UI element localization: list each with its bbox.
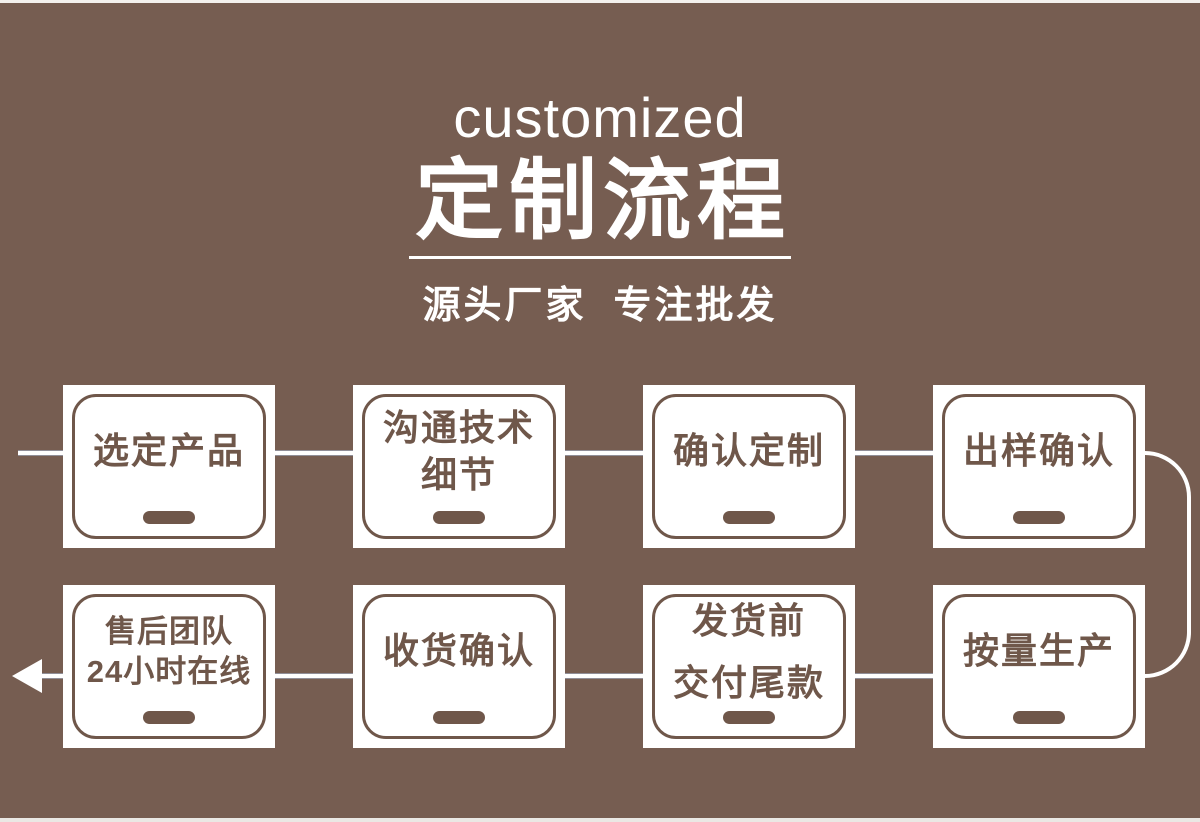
flow-step-select-product: 选定产品 (63, 385, 275, 548)
top-edge-strip (0, 0, 1200, 3)
connector-curve-right (1145, 451, 1191, 678)
flow-step-frame: 按量生产 (942, 594, 1136, 739)
bottom-edge-strip (0, 818, 1200, 822)
page-title: 定制流程 (414, 151, 791, 250)
flow-step-label: 确认定制 (672, 430, 825, 472)
flow-step-label: 收货确认 (382, 630, 535, 672)
connector-line (565, 451, 643, 455)
flow-step-confirm-receipt: 收货确认 (353, 585, 565, 748)
dash-icon (143, 511, 195, 524)
flow-step-sample-confirmation: 出样确认 (933, 385, 1145, 548)
flow-step-produce-by-quantity: 按量生产 (933, 585, 1145, 748)
flow-step-label: 售后团队 24小时在线 (86, 613, 252, 689)
flow-step-aftersales-team-24h: 售后团队 24小时在线 (63, 585, 275, 748)
dash-icon (723, 711, 775, 724)
flow-step-label: 按量生产 (962, 630, 1115, 672)
flow-step-confirm-customization: 确认定制 (643, 385, 855, 548)
subtitle-english: customized (453, 86, 747, 149)
flow-step-frame: 沟通技术 细节 (362, 394, 556, 539)
connector-line (275, 674, 353, 678)
dash-icon (1013, 511, 1065, 524)
dash-icon (1013, 711, 1065, 724)
flow-step-discuss-technical-details: 沟通技术 细节 (353, 385, 565, 548)
connector-line (565, 674, 643, 678)
title-divider (409, 255, 791, 259)
flow-step-label: 出样确认 (962, 430, 1115, 472)
flow-step-label: 发货前 交付尾款 (672, 599, 825, 703)
connector-line (855, 674, 933, 678)
dash-icon (433, 511, 485, 524)
flow-step-frame: 收货确认 (362, 594, 556, 739)
tagline: 源头厂家 专注批发 (422, 284, 778, 327)
dash-icon (723, 511, 775, 524)
banner-header: customized 定制流程 源头厂家 专注批发 (0, 0, 1200, 329)
connector-line (275, 451, 353, 455)
flow-step-label: 沟通技术 细节 (382, 407, 535, 495)
flow-step-label: 选定产品 (92, 430, 245, 472)
flow-step-frame: 选定产品 (72, 394, 266, 539)
flow-step-frame: 确认定制 (652, 394, 846, 539)
connector-line-end (40, 674, 63, 678)
flow-step-pay-balance-before-shipping: 发货前 交付尾款 (643, 585, 855, 748)
connector-line-start (18, 451, 63, 455)
dash-icon (433, 711, 485, 724)
flow-step-frame: 发货前 交付尾款 (652, 594, 846, 739)
arrow-left-icon (12, 659, 42, 693)
connector-line (855, 451, 933, 455)
flow-step-frame: 售后团队 24小时在线 (72, 594, 266, 739)
flow-step-frame: 出样确认 (942, 394, 1136, 539)
dash-icon (143, 711, 195, 724)
